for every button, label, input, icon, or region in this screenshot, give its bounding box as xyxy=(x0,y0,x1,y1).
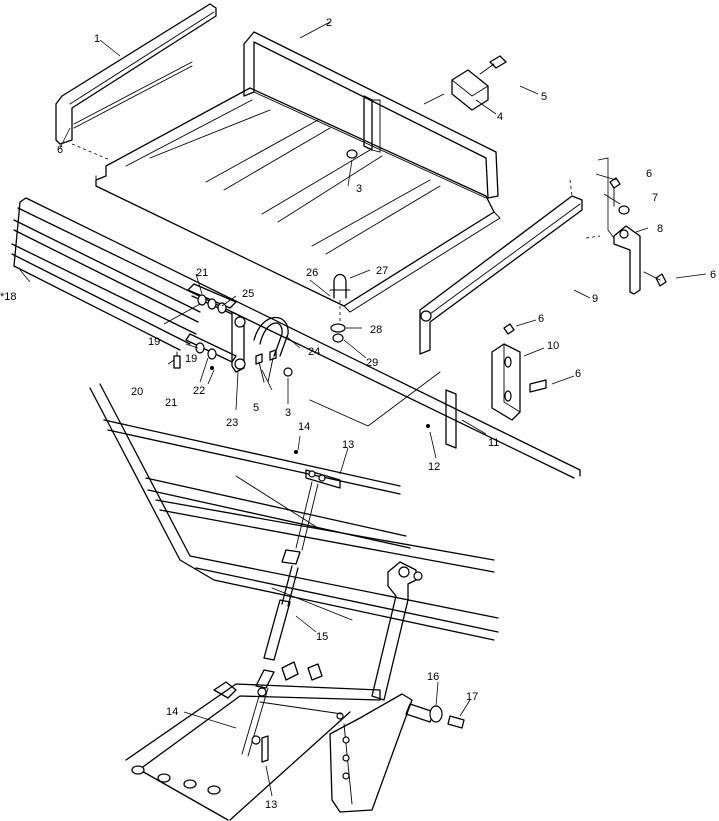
hinge-assembly xyxy=(173,283,289,373)
callout-20: 20 xyxy=(131,386,143,398)
leader-lines xyxy=(19,21,707,797)
callout-2: 2 xyxy=(326,17,332,29)
lift-cylinder-15 xyxy=(241,481,319,757)
nut-3-floor xyxy=(346,149,358,159)
lower-subframe xyxy=(125,661,381,821)
bed-floor xyxy=(95,87,501,313)
callout-29: 29 xyxy=(366,357,378,369)
lift-arm xyxy=(371,561,423,701)
bracket-4 xyxy=(423,69,489,111)
callout-18: *18 xyxy=(0,291,17,303)
callout-6d: 6 xyxy=(538,313,544,325)
callout-14a: 14 xyxy=(298,421,310,433)
callout-19b: 19 xyxy=(185,353,197,365)
right-side-panel xyxy=(419,179,601,355)
callout-3b: 3 xyxy=(285,407,291,419)
callout-11: 11 xyxy=(488,437,499,449)
latch-bracket-8 xyxy=(597,157,667,295)
callout-23: 23 xyxy=(226,417,238,429)
callout-6b: 6 xyxy=(646,168,652,180)
support-strip-11 xyxy=(426,389,457,449)
hinge-plate-10 xyxy=(491,323,547,421)
callout-26: 26 xyxy=(306,267,318,279)
callout-22: 22 xyxy=(193,385,205,397)
callout-6e: 6 xyxy=(575,368,581,380)
callout-16: 16 xyxy=(427,671,439,683)
chassis-frame xyxy=(89,383,499,641)
callout-13a: 13 xyxy=(342,439,354,451)
left-side-panel xyxy=(55,3,217,161)
bolt-5-top xyxy=(479,55,507,75)
callout-17: 17 xyxy=(466,691,478,703)
callout-5b: 5 xyxy=(253,402,259,414)
callout-25: 25 xyxy=(242,288,254,300)
bolts-5-hinge xyxy=(255,349,293,383)
callout-3a: 3 xyxy=(356,183,362,195)
callout-27: 27 xyxy=(376,265,388,277)
callout-9: 9 xyxy=(592,293,598,305)
cylinder-mount-upper xyxy=(294,450,341,489)
callout-21b: 21 xyxy=(165,397,177,409)
pivot-bracket xyxy=(329,693,465,813)
callout-labels: 1 2 3 3 4 5 5 6 6 6 6 6 7 8 9 10 11 12 1… xyxy=(0,17,716,811)
callout-10: 10 xyxy=(547,340,559,352)
callout-7: 7 xyxy=(652,192,658,204)
callout-24: 24 xyxy=(308,346,320,358)
callout-5a: 5 xyxy=(541,91,547,103)
callout-12: 12 xyxy=(428,461,440,473)
callout-13b: 13 xyxy=(265,799,277,811)
left-bed-rail xyxy=(11,197,581,479)
callout-21a: 21 xyxy=(196,267,208,279)
front-panel xyxy=(243,31,499,199)
callout-1: 1 xyxy=(94,33,100,45)
callout-19a: 19 xyxy=(148,336,160,348)
cylinder-mount-lower xyxy=(251,735,269,763)
u-bolt xyxy=(329,273,351,343)
callout-4: 4 xyxy=(497,111,503,123)
callout-6c: 6 xyxy=(710,269,716,281)
callout-28: 28 xyxy=(370,324,382,336)
callout-6a: 6 xyxy=(57,144,63,156)
callout-8: 8 xyxy=(657,223,663,235)
callout-15: 15 xyxy=(316,631,328,643)
frame-outline xyxy=(95,175,441,427)
callout-14b: 14 xyxy=(166,706,178,718)
